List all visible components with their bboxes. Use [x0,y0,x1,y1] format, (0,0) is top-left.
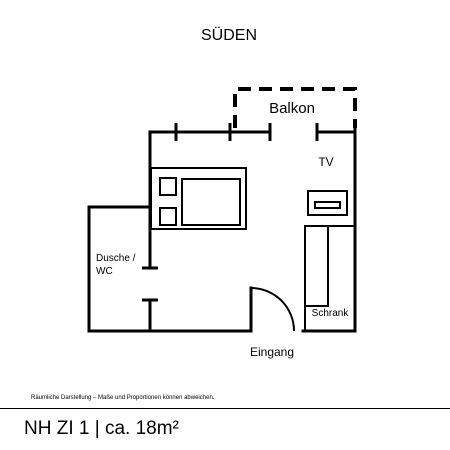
disclaimer-text: Räumliche Darstellung – Maße und Proport… [31,395,215,401]
room-walls [87,130,357,333]
tv-label: TV [318,155,333,169]
entrance-door-swing [250,287,295,332]
footer-divider [0,408,450,409]
wall-tick-marks [174,123,357,141]
wardrobe-label: Schrank [312,308,350,319]
bathroom-label-line2: WC [96,266,113,277]
balcony-outline [233,87,357,128]
bathroom-door [142,266,158,302]
orientation-label: SÜDEN [201,26,257,44]
entrance-label: Eingang [250,345,294,359]
wardrobe [304,225,354,331]
balcony-label: Balkon [269,100,315,117]
room-title: NH ZI 1 | ca. 18m² [24,418,179,439]
tv-icon [307,190,348,216]
bed [150,167,247,230]
bathroom-label-line1: Dusche / [96,253,136,264]
